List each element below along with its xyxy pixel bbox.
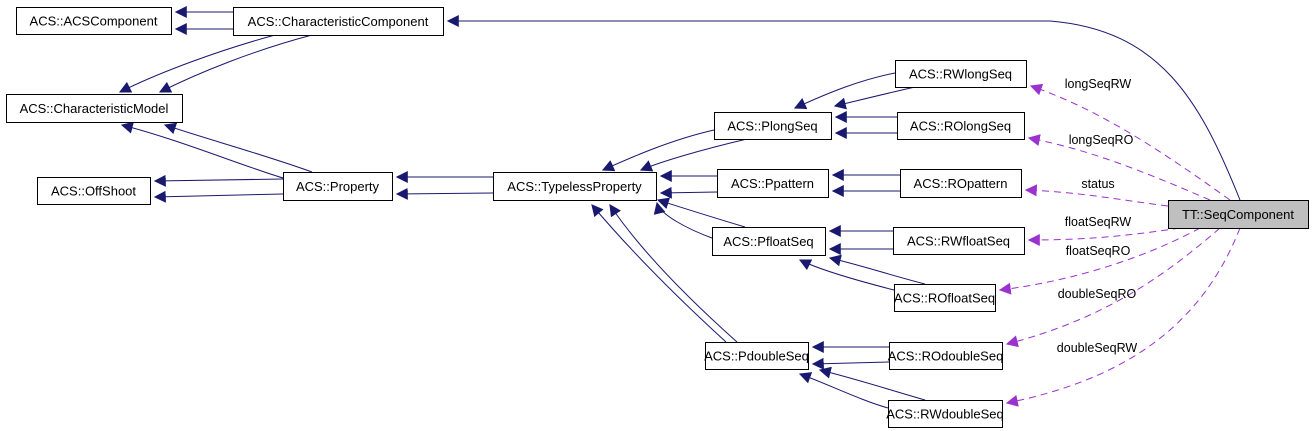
node-box[interactable] bbox=[894, 284, 996, 312]
node-acscomponent[interactable]: ACS::ACSComponent bbox=[16, 7, 172, 35]
member-edge-floatSeqRW bbox=[1027, 227, 1181, 246]
inheritance-edge-rofloatseq-to-pfloatseq bbox=[798, 259, 895, 291]
node-label: ACS::CharacteristicModel bbox=[20, 101, 169, 116]
inheritance-edge-plongseq-to-typelessproperty bbox=[639, 138, 748, 172]
node-rolongseq[interactable]: ACS::ROlongSeq bbox=[897, 112, 1025, 140]
node-label: ACS::TypelessProperty bbox=[507, 179, 642, 194]
node-box[interactable] bbox=[37, 177, 151, 205]
node-label: ACS::PlongSeq bbox=[727, 119, 817, 134]
node-box[interactable] bbox=[233, 7, 444, 36]
member-edge-longSeqRO bbox=[1027, 134, 1211, 201]
member-edge-label: floatSeqRW bbox=[1065, 215, 1132, 229]
inheritance-edge-pdoubleseq-to-typelessproperty bbox=[609, 204, 738, 343]
node-label: ACS::RWdoubleSeq bbox=[886, 407, 1004, 422]
node-label: ACS::Property bbox=[296, 179, 380, 194]
node-ppattern[interactable]: ACS::Ppattern bbox=[717, 169, 829, 198]
node-box[interactable] bbox=[283, 172, 393, 201]
node-pdoubleseq[interactable]: ACS::PdoubleSeq bbox=[704, 342, 809, 370]
inheritance-edge-property-to-offshoot bbox=[153, 190, 284, 203]
node-box[interactable] bbox=[888, 400, 1003, 428]
node-label: TT::SeqComponent bbox=[1182, 207, 1294, 222]
node-label: ACS::ROfloatSeq bbox=[894, 291, 995, 306]
node-box[interactable] bbox=[712, 227, 826, 256]
node-box[interactable] bbox=[900, 169, 1022, 198]
inheritance-edge-seqcomponent-to-characteristiccomponent bbox=[446, 15, 1241, 201]
node-label: ACS::RWfloatSeq bbox=[907, 234, 1010, 249]
member-edge-label: longSeqRW bbox=[1065, 77, 1132, 91]
node-pfloatseq[interactable]: ACS::PfloatSeq bbox=[712, 227, 826, 256]
inheritance-edge-plongseq-to-typelessproperty bbox=[601, 129, 715, 172]
inheritance-edge-rwdoubleseq-to-pdoubleseq bbox=[798, 372, 889, 409]
inheritance-edge-property-to-offshoot bbox=[153, 174, 284, 187]
node-label: ACS::ROpattern bbox=[914, 176, 1008, 191]
node-characteristicmodel[interactable]: ACS::CharacteristicModel bbox=[6, 94, 183, 123]
node-box[interactable] bbox=[717, 169, 829, 198]
member-edge-longSeqRW bbox=[1029, 83, 1231, 201]
inheritance-edge-rodoubleseq-to-pdoubleseq bbox=[811, 357, 890, 370]
edges-layer bbox=[118, 6, 1241, 409]
node-label: ACS::PfloatSeq bbox=[723, 234, 813, 249]
member-edge-label: doubleSeqRO bbox=[1058, 287, 1137, 301]
node-rwdoubleseq[interactable]: ACS::RWdoubleSeq bbox=[886, 400, 1004, 428]
member-edge-doubleSeqRW bbox=[1005, 227, 1241, 407]
inheritance-edge-pfloatseq-to-typelessproperty bbox=[656, 197, 746, 228]
node-box[interactable] bbox=[897, 112, 1025, 140]
node-label: ACS::RWlongSeq bbox=[909, 67, 1012, 82]
node-rodoubleseq[interactable]: ACS::ROdoubleSeq bbox=[888, 342, 1004, 370]
edge-labels-layer: longSeqRW longSeqRO status floatSeqRW floatS… bbox=[1057, 77, 1138, 355]
node-label: ACS::ACSComponent bbox=[30, 14, 158, 29]
node-typelessproperty[interactable]: ACS::TypelessProperty bbox=[493, 172, 657, 201]
inheritance-edge-property-to-characteristicmodel bbox=[163, 122, 313, 173]
member-edge-label: doubleSeqRW bbox=[1057, 341, 1138, 355]
node-box[interactable] bbox=[893, 227, 1025, 255]
member-edge-doubleSeqRO bbox=[1005, 227, 1221, 348]
node-box[interactable] bbox=[493, 172, 657, 201]
node-label: ACS::Ppattern bbox=[731, 176, 814, 191]
inheritance-edge-pdoubleseq-to-typelessproperty bbox=[591, 204, 727, 343]
node-characteristiccomponent[interactable]: ACS::CharacteristicComponent bbox=[233, 7, 444, 36]
member-edge-label: status bbox=[1081, 177, 1114, 191]
node-label: ACS::ROdoubleSeq bbox=[888, 349, 1004, 364]
node-box[interactable] bbox=[895, 60, 1027, 88]
node-box[interactable] bbox=[16, 7, 172, 35]
inheritance-edge-rwlongseq-to-plongseq bbox=[833, 86, 916, 110]
inheritance-edge-typelessproperty-to-property bbox=[395, 187, 494, 200]
inheritance-edge-rofloatseq-to-pfloatseq bbox=[828, 254, 926, 285]
node-offshoot[interactable]: ACS::OffShoot bbox=[37, 177, 151, 205]
node-box[interactable] bbox=[1168, 200, 1309, 229]
node-label: ACS::ROlongSeq bbox=[910, 119, 1011, 134]
node-plongseq[interactable]: ACS::PlongSeq bbox=[714, 112, 832, 140]
node-label: ACS::CharacteristicComponent bbox=[248, 14, 429, 29]
member-edge-label: floatSeqRO bbox=[1066, 244, 1131, 258]
node-ropattern[interactable]: ACS::ROpattern bbox=[900, 169, 1022, 198]
nodes-layer: ACS::ACSComponent ACS::CharacteristicComp… bbox=[6, 7, 1309, 428]
member-edge-label: longSeqRO bbox=[1069, 133, 1134, 147]
inheritance-edge-rwdoubleseq-to-pdoubleseq bbox=[818, 366, 926, 401]
node-box[interactable] bbox=[705, 342, 809, 370]
node-box[interactable] bbox=[6, 94, 183, 123]
node-property[interactable]: ACS::Property bbox=[283, 172, 393, 201]
inheritance-edge-property-to-characteristicmodel bbox=[120, 121, 284, 179]
node-label: ACS::OffShoot bbox=[51, 184, 136, 199]
node-seqcomponent[interactable]: TT::SeqComponent bbox=[1168, 200, 1309, 229]
inheritance-edge-characteristiccomponent-to-characteristicmodel bbox=[158, 34, 313, 93]
node-box[interactable] bbox=[889, 342, 1003, 370]
node-rwfloatseq[interactable]: ACS::RWfloatSeq bbox=[893, 227, 1025, 255]
node-label: ACS::PdoubleSeq bbox=[704, 349, 809, 364]
member-edge-status bbox=[1024, 184, 1169, 207]
inheritance-edge-rwlongseq-to-plongseq bbox=[793, 72, 896, 109]
node-box[interactable] bbox=[714, 112, 832, 140]
node-rofloatseq[interactable]: ACS::ROfloatSeq bbox=[894, 284, 996, 312]
inheritance-edge-characteristiccomponent-to-characteristicmodel bbox=[118, 34, 276, 93]
inheritance-edge-ppattern-to-typelessproperty bbox=[659, 186, 718, 199]
node-rwlongseq[interactable]: ACS::RWlongSeq bbox=[895, 60, 1027, 88]
member-edge-floatSeqRO bbox=[998, 227, 1201, 295]
